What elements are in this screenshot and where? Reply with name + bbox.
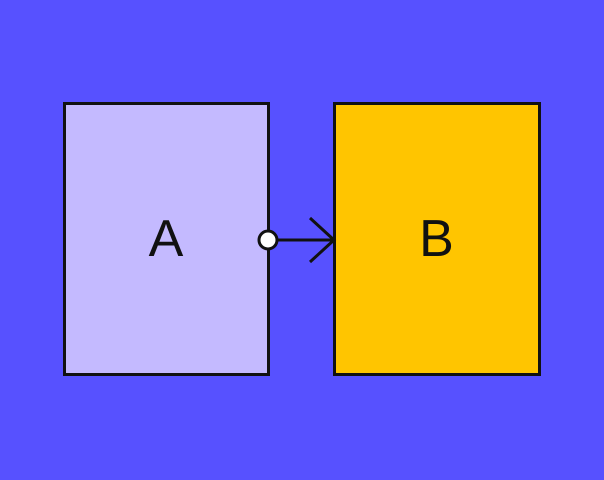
- node-b[interactable]: B: [333, 102, 541, 376]
- node-b-label: B: [419, 210, 455, 268]
- node-a-label: A: [148, 210, 185, 268]
- node-a[interactable]: A: [63, 102, 270, 376]
- open-arrow-icon: [308, 216, 337, 264]
